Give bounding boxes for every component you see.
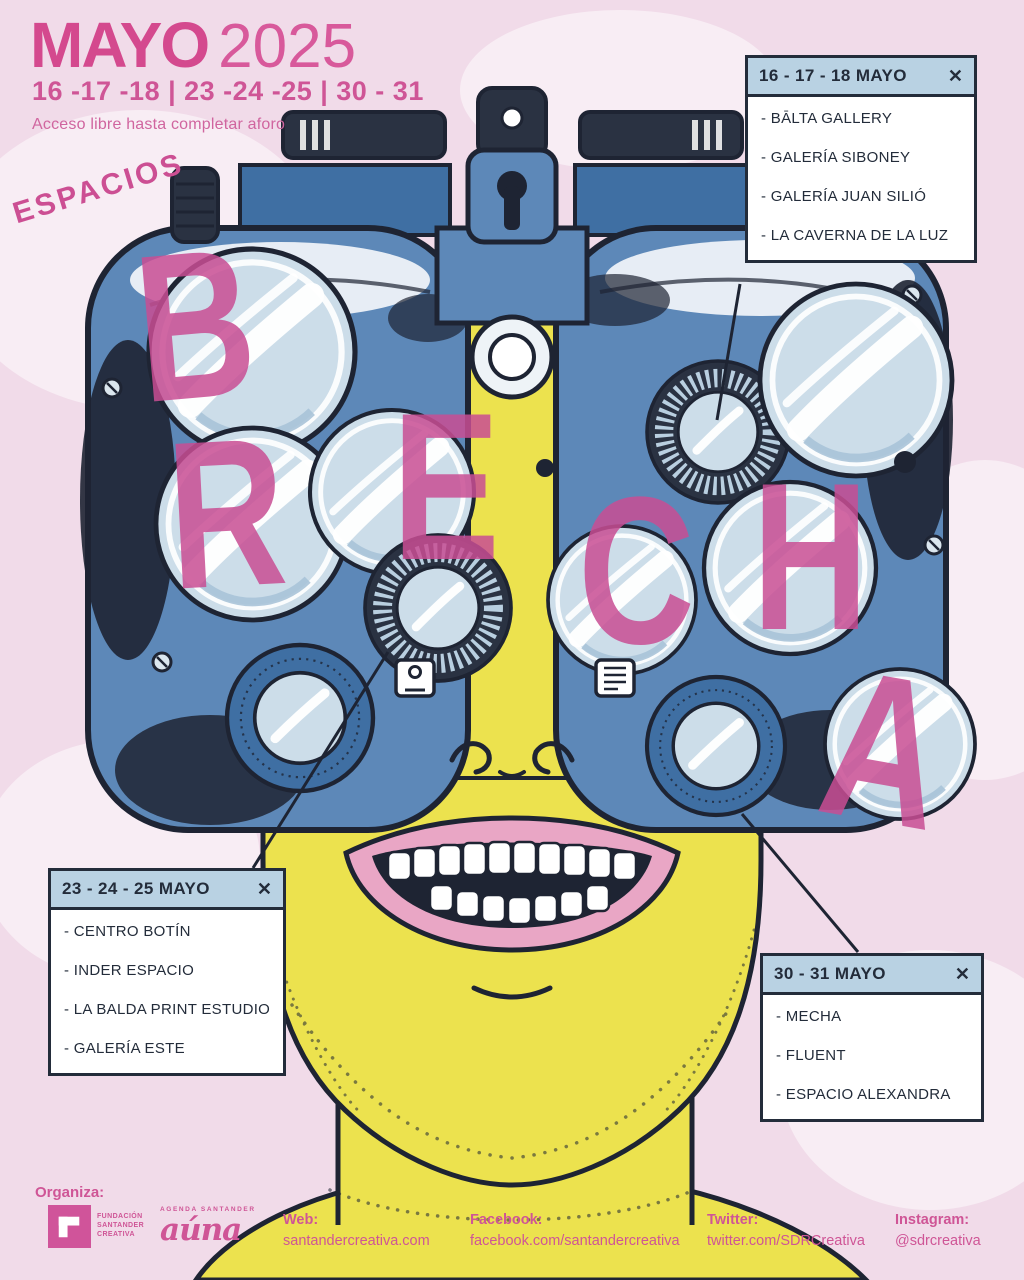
dialog-title: 16 - 17 - 18 MAYO [759,66,907,85]
brecha-letter-e: E [392,369,500,604]
dates-line: 16 -17 -18 | 23 -24 -25 | 30 - 31 [32,76,424,106]
mouth [343,815,681,1000]
title-year: 2025 [218,12,357,81]
auna-logo-top: AGENDA SANTANDER [160,1206,256,1213]
top-assembly [170,86,744,245]
twitter-link[interactable]: twitter.com/SDRCreativa [707,1233,865,1249]
fsc-logo-text: FUNDACIÓN SANTANDER CREATIVA [97,1212,144,1239]
auna-logo-name: aúna [160,1212,242,1248]
venue-item: - FLUENT [776,1047,846,1064]
panel-icons [394,658,636,698]
dialog-body: - MECHA - FLUENT - ESPACIO ALEXANDRA [763,995,981,1119]
close-icon[interactable]: ✕ [954,964,970,984]
venue-item: - MECHA [776,1008,842,1025]
lenses [149,249,975,819]
venue-item: - GALERÍA ESTE [64,1040,185,1057]
dialog-23-24-25-mayo: 23 - 24 - 25 MAYO ✕ - CENTRO BOTÍN - IND… [48,868,286,1076]
dialog-header: 30 - 31 MAYO ✕ [763,956,981,995]
auna-logo: AGENDA SANTANDER aúna [160,1206,256,1247]
close-icon[interactable]: ✕ [256,879,272,899]
fsc-line: CREATIVA [97,1231,135,1238]
dialog-body: - BĀLTA GALLERY - GALERÍA SIBONEY - GALE… [748,97,974,260]
venue-item: - GALERÍA SIBONEY [761,149,911,166]
dialog-16-17-18-mayo: 16 - 17 - 18 MAYO ✕ - BĀLTA GALLERY - GA… [745,55,977,263]
stipple [268,928,756,1222]
venue-item: - GALERÍA JUAN SILIÓ [761,188,927,205]
footer-instagram: Instagram: @sdrcreativa [895,1212,981,1249]
dialog-header: 16 - 17 - 18 MAYO ✕ [748,58,974,97]
dialog-title: 30 - 31 MAYO [774,964,886,983]
screws [101,284,945,673]
instagram-label: Instagram: [895,1212,970,1228]
fsc-line: FUNDACIÓN [97,1213,143,1220]
organiza-label: Organiza: [35,1184,105,1201]
web-link[interactable]: santandercreativa.com [283,1233,430,1249]
venue-item: - LA CAVERNA DE LA LUZ [761,227,949,244]
web-label: Web: [283,1212,319,1228]
venue-item: - CENTRO BOTÍN [64,923,191,940]
venue-item: - BĀLTA GALLERY [761,110,893,127]
title-month: MAYO [30,9,210,81]
twitter-label: Twitter: [707,1212,759,1228]
venue-item: - LA BALDA PRINT ESTUDIO [64,1001,271,1018]
nose-details [449,741,575,778]
venue-item: - ESPACIO ALEXANDRA [776,1086,951,1103]
dialog-body: - CENTRO BOTÍN - INDER ESPACIO - LA BALD… [51,910,283,1073]
venue-item: - INDER ESPACIO [64,962,195,979]
footer-facebook: Facebook: facebook.com/santandercreativa [470,1212,680,1249]
teeth-top [386,840,638,882]
dialog-header: 23 - 24 - 25 MAYO ✕ [51,871,283,910]
fundacion-santander-creativa-logo [48,1205,91,1248]
fsc-line: SANTANDER [97,1222,145,1229]
dialog-30-31-mayo: 30 - 31 MAYO ✕ - MECHA - FLUENT - ESPACI… [760,953,984,1122]
footer-web: Web: santandercreativa.com [283,1212,430,1249]
brecha-letter-h: H [752,439,869,674]
facebook-link[interactable]: facebook.com/santandercreativa [470,1233,680,1249]
leader-lines [251,283,860,953]
footer-twitter: Twitter: twitter.com/SDRCreativa [707,1212,865,1249]
brecha-letter-r: R [162,392,292,634]
facebook-label: Facebook: [470,1212,543,1228]
dialog-title: 23 - 24 - 25 MAYO [62,879,210,898]
teeth-bottom [428,883,611,926]
brecha-letter-c: C [578,453,695,688]
access-note: Acceso libre hasta completar aforo [32,116,286,133]
instagram-link[interactable]: @sdrcreativa [895,1233,981,1249]
close-icon[interactable]: ✕ [947,66,963,86]
